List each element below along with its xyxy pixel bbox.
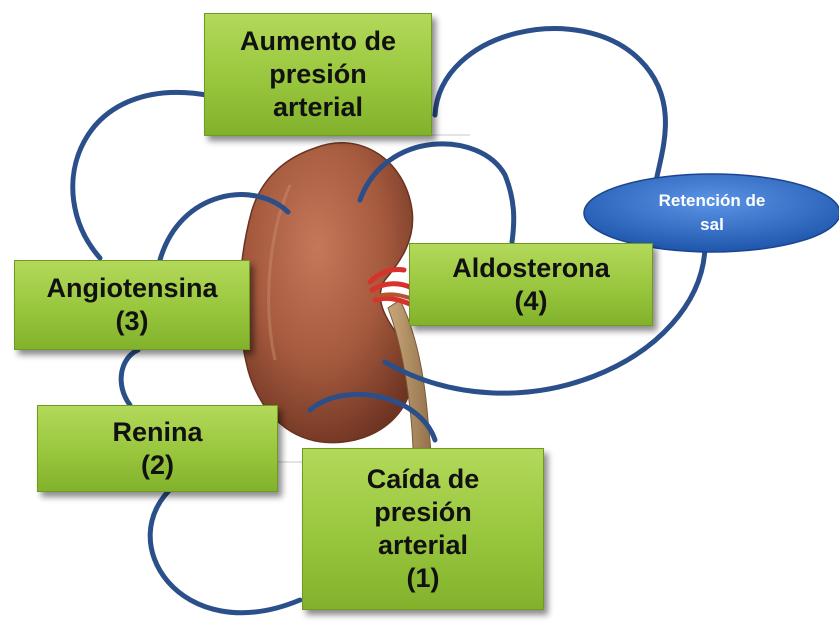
node-renina-line-2: (2) <box>141 449 174 482</box>
node-angiotensina-line-1: Angiotensina <box>46 272 217 305</box>
connector-aumento-to-retencion <box>435 29 665 198</box>
node-angiotensina: Angiotensina (3) <box>14 260 250 350</box>
retencion-line-1: Retención de <box>659 189 766 213</box>
connector-caida-to-renina <box>150 485 300 613</box>
node-aumento-line-1: Aumento de <box>240 25 396 58</box>
node-caida-line-1: Caída de <box>367 463 480 496</box>
node-angiotensina-line-2: (3) <box>116 305 149 338</box>
node-caida-line-2: presión <box>374 496 472 529</box>
connector-renina-to-angiotensina <box>121 350 138 405</box>
node-aumento-line-3: arterial <box>273 91 363 124</box>
node-aldosterona-line-2: (4) <box>515 285 548 318</box>
node-caida-line-3: arterial <box>378 529 468 562</box>
node-aldosterona: Aldosterona (4) <box>409 243 653 326</box>
node-caida-presion: Caída de presión arterial (1) <box>302 448 544 610</box>
node-caida-line-4: (1) <box>407 562 440 595</box>
node-aumento-line-2: presión <box>269 58 367 91</box>
retencion-label: Retención de sal <box>600 180 824 246</box>
node-aumento-presion: Aumento de presión arterial <box>204 13 432 136</box>
connector-angiotensina-to-aumento <box>73 92 212 258</box>
node-aldosterona-line-1: Aldosterona <box>452 252 610 285</box>
node-renina-line-1: Renina <box>112 416 202 449</box>
retencion-line-2: sal <box>700 213 724 237</box>
node-renina: Renina (2) <box>37 405 278 492</box>
